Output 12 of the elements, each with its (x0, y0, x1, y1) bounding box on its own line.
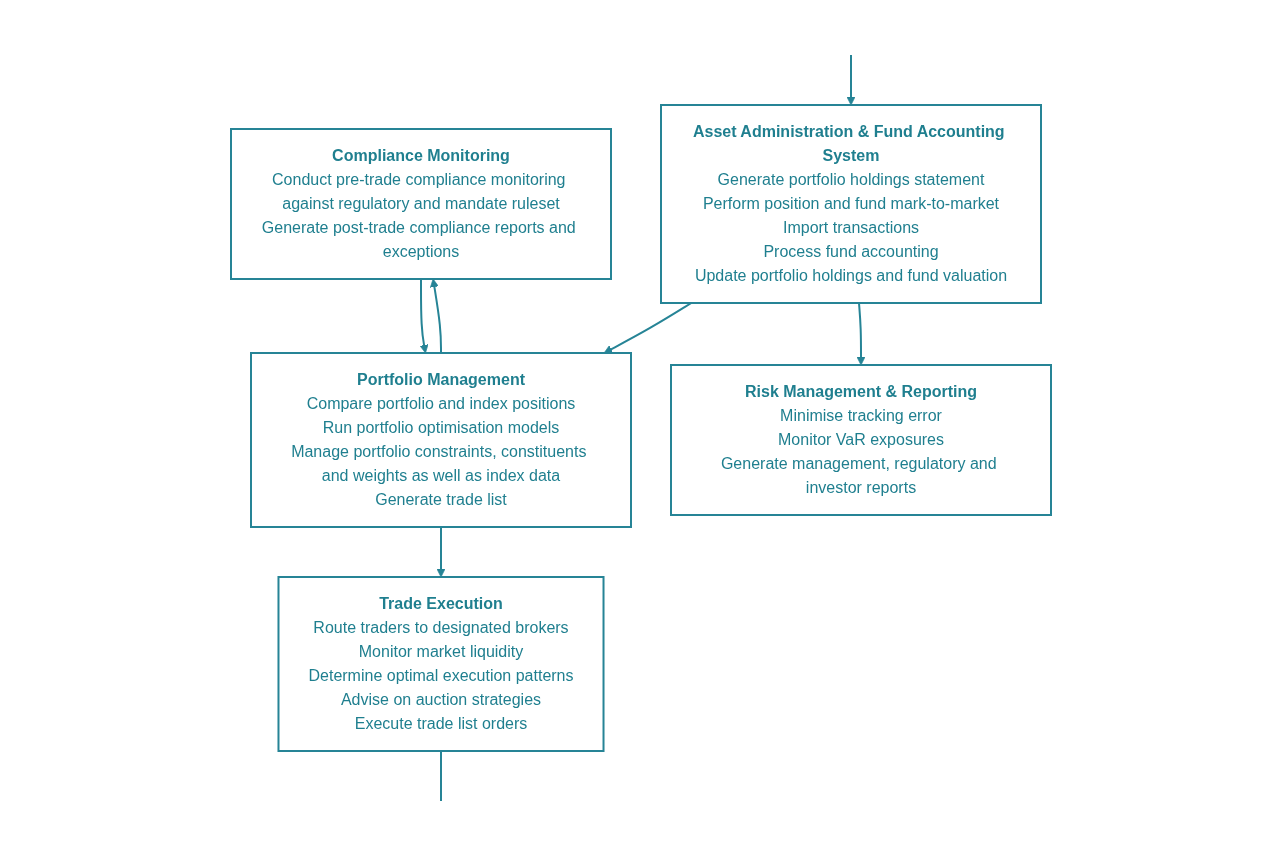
arrow (603, 301, 693, 353)
arrow (846, 53, 856, 105)
connector (440, 749, 442, 802)
arrow (856, 301, 866, 365)
node-box: Risk Management & Reporting Minimise tracking error Monitor VaR exposures Generate management, regulatory and investor reports (670, 363, 1052, 516)
node-box: Asset Administration & Fund Accounting System Generate portfolio holdings statement Perform position and fund mark-to-market Import transactions Process fund accounting Update portfolio holdings and fund valuation (660, 103, 1042, 304)
arrow (430, 278, 442, 354)
node-box: Compliance Monitoring Conduct pre-trade compliance monitoring against regulatory and mandate ruleset Generate post-trade compliance reports and exceptions (230, 127, 612, 280)
node-box: Trade Execution Route traders to designated brokers Monitor market liquidity Determine optimal execution patterns Advise on auction strategies Execute trade list orders (277, 575, 605, 752)
arrow (436, 525, 446, 577)
node-box: Portfolio Management Compare portfolio and index positions Run portfolio optimisation models Manage portfolio constraints, constituents and weights as well as index data Generate trade list (250, 351, 632, 528)
arrow (419, 277, 429, 353)
